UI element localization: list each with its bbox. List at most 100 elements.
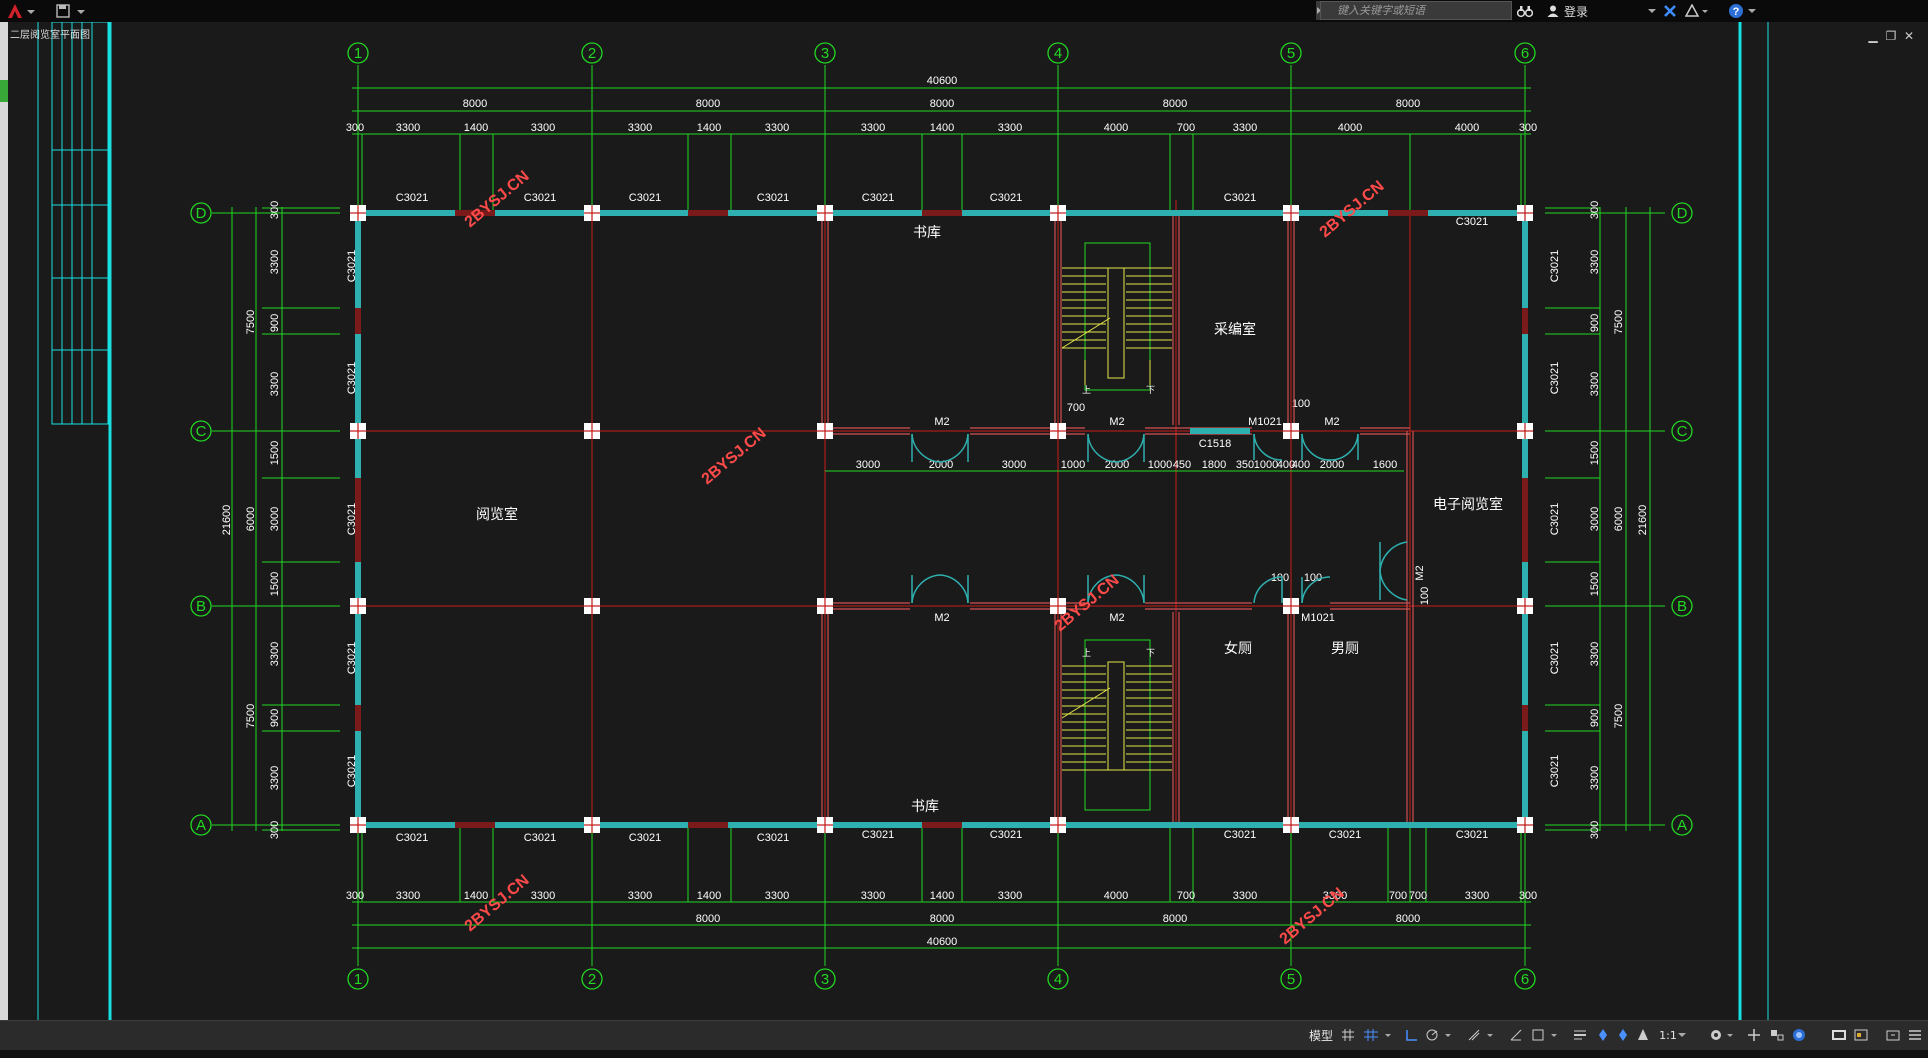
object-snap-tracking-icon[interactable]: [1508, 1025, 1524, 1045]
svg-text:C3021: C3021: [1549, 250, 1561, 282]
svg-text:900: 900: [269, 314, 281, 332]
svg-text:6: 6: [1521, 45, 1529, 62]
svg-text:3300: 3300: [998, 122, 1022, 134]
customization-menu-icon[interactable]: [1906, 1025, 1924, 1045]
svg-text:3300: 3300: [1233, 122, 1257, 134]
right-frame: [1738, 22, 1769, 1020]
svg-text:上: 上: [1082, 648, 1091, 659]
svg-text:2000: 2000: [1320, 459, 1344, 471]
svg-text:书库: 书库: [911, 799, 939, 815]
auto-scale-icon[interactable]: [1614, 1025, 1632, 1045]
ortho-icon[interactable]: [1404, 1025, 1420, 1045]
svg-text:1400: 1400: [930, 122, 954, 134]
svg-text:C3021: C3021: [524, 192, 556, 204]
svg-text:M2: M2: [1109, 612, 1124, 624]
isodraft-icon[interactable]: [1466, 1025, 1500, 1045]
exchange-icon[interactable]: [1662, 1, 1678, 21]
svg-text:C3021: C3021: [1549, 362, 1561, 394]
svg-text:上: 上: [1082, 385, 1091, 396]
left-dimension-text: 21600 7500 6000 7500 300 3300 900 3300 1…: [221, 201, 281, 839]
clean-screen-icon[interactable]: [1830, 1025, 1848, 1045]
svg-text:6: 6: [1521, 971, 1529, 988]
search-expander[interactable]: [1316, 1, 1322, 20]
plus-icon[interactable]: [1746, 1025, 1762, 1045]
svg-text:C3021: C3021: [346, 250, 358, 282]
autocad-logo-icon: [8, 4, 35, 18]
grid-display-icon[interactable]: [1340, 1025, 1356, 1045]
interior-walls: [821, 216, 1414, 822]
polar-tracking-icon[interactable]: [1424, 1025, 1458, 1045]
svg-text:3300: 3300: [998, 890, 1022, 902]
bottom-dimension-text: 300 3300 1400 3300 3300 1400 3300 3300 1…: [346, 890, 1537, 948]
svg-text:3300: 3300: [1589, 642, 1601, 666]
svg-text:5: 5: [1287, 971, 1295, 988]
svg-text:M2: M2: [1109, 416, 1124, 428]
binoculars-icon[interactable]: [1516, 1, 1534, 21]
drawing-canvas[interactable]: 二层阅览室平面图 40600 8000 8000 8000 800: [0, 22, 1928, 1020]
search-input[interactable]: 键入关键字或短语: [1320, 1, 1512, 20]
workspace-gear-icon[interactable]: [1708, 1025, 1740, 1045]
annotation-scale-icon[interactable]: [1634, 1025, 1652, 1045]
svg-text:下: 下: [1146, 649, 1155, 659]
fullscreen-icon[interactable]: [1884, 1025, 1902, 1045]
svg-text:8000: 8000: [1396, 913, 1420, 925]
snap-mode-icon[interactable]: [1362, 1025, 1396, 1045]
svg-text:3300: 3300: [765, 890, 789, 902]
svg-text:7500: 7500: [1613, 310, 1625, 334]
chevron-down-icon: [1677, 1033, 1686, 1037]
svg-text:3300: 3300: [1233, 890, 1257, 902]
svg-text:3300: 3300: [1465, 890, 1489, 902]
close-icon[interactable]: ✕: [1903, 29, 1915, 43]
svg-text:3: 3: [821, 971, 829, 988]
annotation-scale-dropdown[interactable]: 1:1: [1656, 1025, 1690, 1045]
hardware-acceleration-icon[interactable]: [1790, 1025, 1808, 1045]
svg-text:1500: 1500: [1589, 441, 1601, 465]
svg-text:3300: 3300: [1323, 890, 1347, 902]
svg-text:300: 300: [1519, 122, 1537, 134]
bottom-edge: [0, 1050, 1928, 1058]
svg-text:书库: 书库: [913, 225, 941, 241]
svg-text:1: 1: [354, 971, 362, 988]
isolate-objects-icon[interactable]: [1768, 1025, 1786, 1045]
annotation-visibility-icon[interactable]: [1594, 1025, 1612, 1045]
file-name-fragment: 二层阅览室平面图: [10, 28, 90, 41]
svg-text:1400: 1400: [697, 122, 721, 134]
object-snap-icon[interactable]: [1530, 1025, 1564, 1045]
left-title-block: [37, 22, 112, 1020]
help-icon[interactable]: ?: [1728, 1, 1758, 21]
svg-text:700: 700: [1409, 890, 1427, 902]
right-dimension-text: 21600 7500 6000 7500 300 3300 900 3300 1…: [1589, 201, 1649, 839]
svg-text:4: 4: [1054, 971, 1062, 988]
login-button[interactable]: 登录: [1546, 2, 1588, 20]
a360-icon[interactable]: [1684, 1, 1710, 21]
svg-text:8000: 8000: [696, 98, 720, 110]
layout-icon[interactable]: [1852, 1025, 1870, 1045]
svg-text:300: 300: [269, 201, 281, 219]
svg-text:3300: 3300: [531, 122, 555, 134]
svg-text:A: A: [196, 817, 206, 834]
svg-text:M1021: M1021: [1248, 416, 1282, 428]
svg-text:C3021: C3021: [757, 832, 789, 844]
svg-text:100: 100: [1419, 587, 1431, 605]
svg-text:1400: 1400: [697, 890, 721, 902]
svg-text:C3021: C3021: [1549, 503, 1561, 535]
model-tab[interactable]: 模型: [1308, 1028, 1333, 1043]
svg-text:电子阅览室: 电子阅览室: [1433, 496, 1503, 513]
chevron-down-icon[interactable]: [1646, 1, 1658, 21]
svg-text:C3021: C3021: [862, 829, 894, 841]
svg-text:100: 100: [1292, 398, 1310, 410]
svg-text:300: 300: [1589, 201, 1601, 219]
svg-text:3300: 3300: [269, 372, 281, 396]
minimize-icon[interactable]: ▁: [1868, 29, 1878, 43]
svg-text:7500: 7500: [245, 310, 257, 334]
lineweight-icon[interactable]: [1572, 1025, 1588, 1045]
left-dimensions: [231, 207, 340, 831]
svg-text:4000: 4000: [1104, 890, 1128, 902]
application-menu-button[interactable]: [4, 1, 38, 21]
svg-text:3300: 3300: [628, 890, 652, 902]
svg-text:3300: 3300: [269, 642, 281, 666]
quick-access-toolbar[interactable]: [54, 1, 90, 21]
svg-text:900: 900: [1589, 709, 1601, 727]
restore-icon[interactable]: ❐: [1885, 29, 1897, 43]
svg-text:3: 3: [821, 45, 829, 62]
